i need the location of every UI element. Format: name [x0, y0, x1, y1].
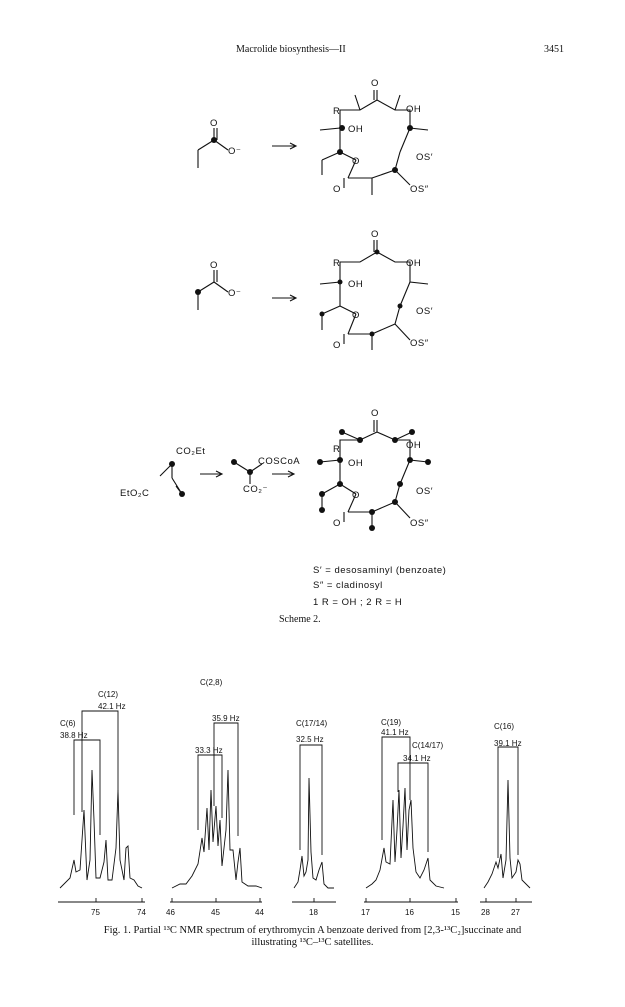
- label-j-35-9: 35.9 Hz: [212, 714, 240, 723]
- label-c16: C(16): [494, 722, 515, 731]
- scheme-label: Scheme 2.: [279, 614, 321, 625]
- figure-caption: Fig. 1. Partial ¹³C NMR spectrum of eryt…: [40, 925, 585, 949]
- label-c6: C(6): [60, 719, 76, 728]
- atom-os1: OS′: [416, 486, 434, 497]
- atom-os2: OS″: [410, 338, 429, 349]
- running-title: Macrolide biosynthesis—II: [236, 44, 346, 55]
- label-c14-17: C(14/17): [412, 741, 444, 750]
- atom-os2: OS″: [410, 518, 429, 529]
- atom-oh: OH: [348, 124, 364, 135]
- atom-os1: OS′: [416, 152, 434, 163]
- label-j-38-8: 38.8 Hz: [60, 731, 88, 740]
- atom-o: O: [352, 310, 360, 321]
- atom-o: O: [352, 156, 360, 167]
- label-j-42-1: 42.1 Hz: [98, 702, 126, 711]
- label-c2-8: C(2,8): [200, 678, 223, 687]
- tick-44: 44: [255, 908, 264, 917]
- tick-45: 45: [211, 908, 220, 917]
- atom-o: O: [210, 118, 218, 129]
- atom-r: R: [333, 444, 341, 455]
- atom-r: R: [333, 258, 341, 269]
- tick-27: 27: [511, 908, 520, 917]
- label-j-39-1: 39.1 Hz: [494, 739, 522, 748]
- atom-o-minus: O⁻: [228, 146, 242, 157]
- label-c19: C(19): [381, 718, 402, 727]
- tick-28: 28: [481, 908, 490, 917]
- atom-oh: OH: [348, 279, 364, 290]
- atom-o: O: [333, 518, 341, 529]
- tick-46: 46: [166, 908, 175, 917]
- legend-s1: S′ = desosaminyl (benzoate): [313, 565, 447, 576]
- label-c12: C(12): [98, 690, 119, 699]
- label-j-32-5: 32.5 Hz: [296, 735, 324, 744]
- label-j-41-1: 41.1 Hz: [381, 728, 409, 737]
- atom-eto2c: EtO₂C: [120, 488, 150, 499]
- caption-line-2: illustrating ¹³C–¹³C satellites.: [251, 937, 374, 948]
- atom-o: O: [210, 260, 218, 271]
- atom-co2et: CO₂Et: [176, 446, 206, 457]
- atom-oh: OH: [406, 104, 422, 115]
- atom-o-minus: O⁻: [228, 288, 242, 299]
- atom-oh: OH: [348, 458, 364, 469]
- atom-os2: OS″: [410, 184, 429, 195]
- legend-r-definition: 1 R = OH ; 2 R = H: [313, 597, 403, 608]
- tick-74: 74: [137, 908, 146, 917]
- tick-17: 17: [361, 908, 370, 917]
- atom-r: R: [333, 106, 341, 117]
- atom-o: O: [333, 340, 341, 351]
- tick-15: 15: [451, 908, 460, 917]
- tick-16: 16: [405, 908, 414, 917]
- atom-o: O: [352, 490, 360, 501]
- atom-oh: OH: [406, 440, 422, 451]
- atom-o: O: [371, 408, 379, 419]
- label-j-34-1: 34.1 Hz: [403, 754, 431, 763]
- atom-o: O: [371, 78, 379, 89]
- legend-s2: S″ = cladinosyl: [313, 580, 383, 591]
- label-j-33-3: 33.3 Hz: [195, 746, 223, 755]
- tick-18: 18: [309, 908, 318, 917]
- atom-oh: OH: [406, 258, 422, 269]
- caption-line-1: Fig. 1. Partial ¹³C NMR spectrum of eryt…: [103, 925, 522, 936]
- atom-o: O: [371, 229, 379, 240]
- atom-coscoa: COSCoA: [258, 456, 301, 467]
- atom-os1: OS′: [416, 306, 434, 317]
- tick-75: 75: [91, 908, 100, 917]
- page-number: 3451: [544, 44, 564, 55]
- atom-co2minus: CO₂⁻: [243, 484, 268, 495]
- label-c17-14: C(17/14): [296, 719, 328, 728]
- atom-o: O: [333, 184, 341, 195]
